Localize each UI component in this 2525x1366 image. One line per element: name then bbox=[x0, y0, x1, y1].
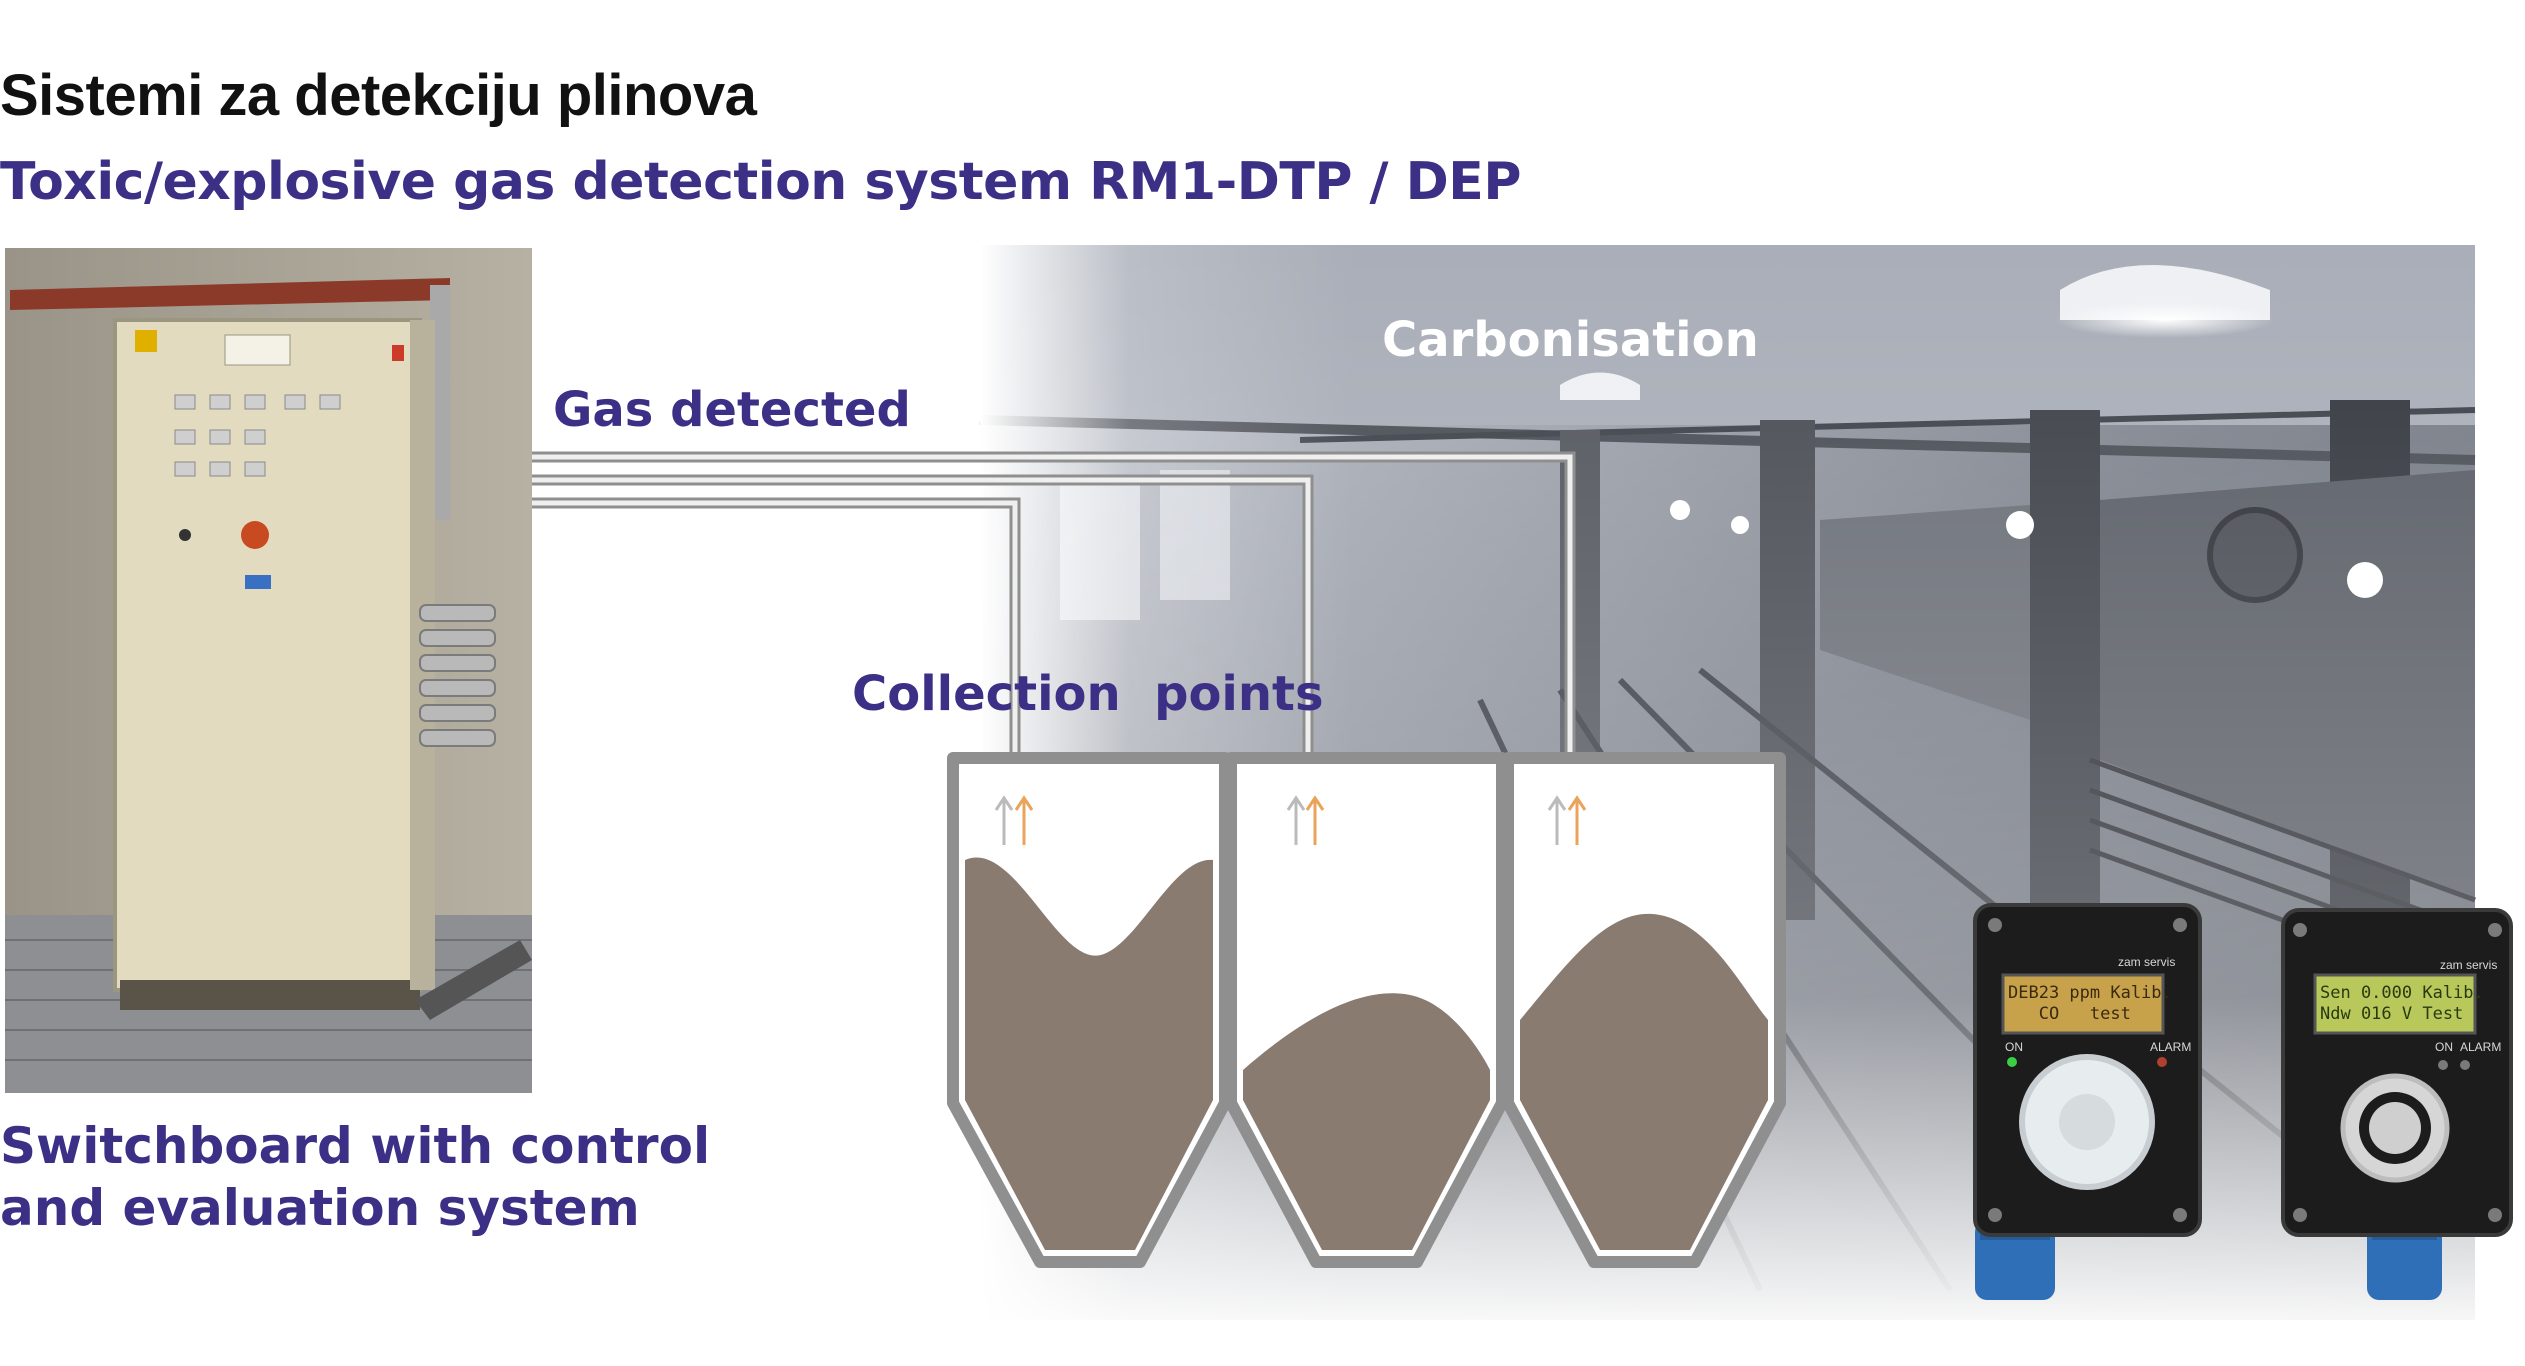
detector-1-brand: zam servis bbox=[2118, 955, 2176, 969]
gas-detector-1 bbox=[1973, 903, 2202, 1300]
switchboard-label-line2: and evaluation system bbox=[0, 1179, 640, 1237]
arrow-pair-3 bbox=[1547, 795, 1587, 845]
gas-detector-2 bbox=[2281, 908, 2513, 1300]
gas-detected-label: Gas detected bbox=[553, 382, 911, 438]
switchboard-photo bbox=[5, 248, 532, 1093]
page-title: Sistemi za detekciju plinova bbox=[0, 63, 757, 128]
switchboard-label-line1: Switchboard with control bbox=[0, 1117, 711, 1175]
collection-points-label: Collection points bbox=[852, 666, 1324, 722]
silo-2 bbox=[1225, 752, 1508, 1268]
sampling-arrows bbox=[994, 795, 1587, 845]
arrow-pair-2 bbox=[1286, 795, 1325, 845]
silo-3 bbox=[1502, 752, 1786, 1268]
detector-2-alarm-label: ALARM bbox=[2460, 1040, 2502, 1054]
detector-1-lcd-line2: CO test bbox=[2008, 1004, 2131, 1024]
detector-2-on-label: ON bbox=[2435, 1040, 2453, 1054]
detector-1-lcd-line1: DEB23 ppm Kalib. bbox=[2008, 983, 2172, 1003]
detector-1-on-label: ON bbox=[2005, 1040, 2023, 1054]
arrow-pair-1 bbox=[994, 795, 1034, 845]
page-subtitle: Toxic/explosive gas detection system RM1… bbox=[0, 152, 1521, 212]
switchboard-label: Switchboard with control and evaluation … bbox=[0, 1115, 710, 1239]
detector-1-alarm-label: ALARM bbox=[2150, 1040, 2192, 1054]
detector-2-lcd-line2: Ndw 016 V Test bbox=[2320, 1004, 2464, 1024]
silo-1 bbox=[947, 752, 1231, 1268]
sample-pipes bbox=[532, 451, 1576, 792]
detector-2-lcd-line1: Sen 0.000 Kalib. bbox=[2320, 983, 2484, 1003]
detector-2-brand: zam servis bbox=[2440, 958, 2498, 972]
carbonisation-label: Carbonisation bbox=[1382, 312, 1759, 368]
